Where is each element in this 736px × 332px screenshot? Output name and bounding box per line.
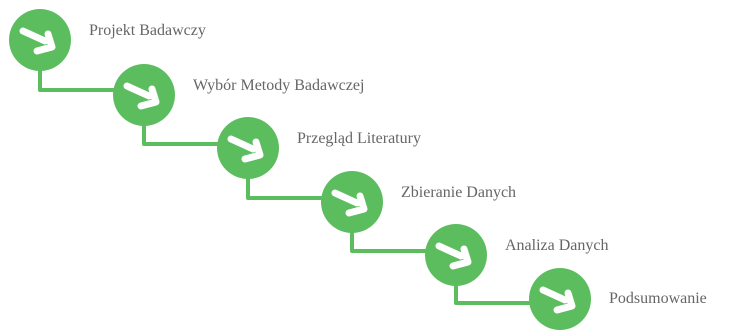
arrow-right-icon [19,27,56,55]
step-label-projekt-badawczy: Projekt Badawczy [89,22,206,39]
step-node [9,9,71,71]
arrow-right-icon [539,286,576,314]
arrow-right-icon [227,135,264,163]
arrow-right-icon [435,242,472,270]
step-node [113,64,175,126]
step-label-zbieranie-danych: Zbieranie Danych [401,184,517,201]
step-label-podsumowanie: Podsumowanie [609,290,707,307]
step-node [321,171,383,233]
arrow-right-icon [123,82,160,110]
step-node [529,268,591,330]
arrow-right-icon [331,189,368,217]
step-label-wybor-metody-badawczej: Wybór Metody Badawczej [193,77,365,94]
step-node [425,224,487,286]
step-node [217,117,279,179]
step-label-przeglad-literatury: Przegląd Literatury [297,130,421,147]
step-label-analiza-danych: Analiza Danych [505,237,609,254]
